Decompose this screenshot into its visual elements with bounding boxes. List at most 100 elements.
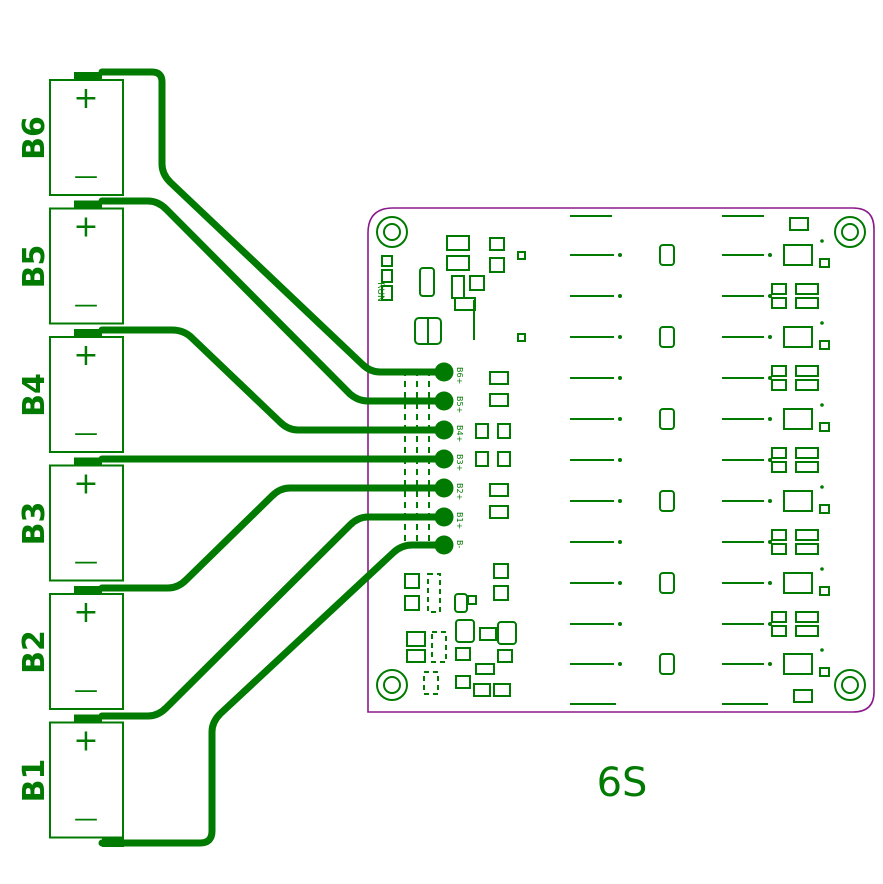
led-indicator <box>783 653 813 675</box>
battery-terminal <box>74 714 102 724</box>
battery-minus-symbol: — <box>74 676 98 704</box>
resistor <box>659 244 675 266</box>
capacitor <box>771 379 787 391</box>
battery-b3: +—B3 <box>17 457 124 582</box>
capacitor <box>795 297 819 309</box>
channel-row <box>570 485 830 514</box>
mounting-hole-top-left <box>376 216 408 248</box>
wire-b5-plus <box>98 197 446 405</box>
battery-b6: +—B6 <box>17 72 124 196</box>
battery-label: B1 <box>17 759 52 803</box>
pad-label: B2+ <box>455 483 464 500</box>
battery-b1: +—B1 <box>17 714 124 839</box>
pad-dot <box>434 391 454 411</box>
channel-row <box>570 239 830 268</box>
battery-terminal <box>74 200 102 210</box>
capacitor <box>795 379 819 391</box>
pad-label: B5+ <box>455 396 464 413</box>
pad-b3-plus: B3+ <box>434 449 464 471</box>
battery-stack: + — B6 +—B5+ — B4+—B3 + — B2 +—B1 <box>17 72 124 847</box>
pad-dot <box>434 362 454 382</box>
pad-dot <box>434 478 454 498</box>
battery-terminal <box>74 329 102 338</box>
capacitor <box>771 611 787 623</box>
channel-row <box>570 529 819 555</box>
top-right-cap <box>789 217 809 231</box>
resistor <box>659 653 675 675</box>
channel-row <box>570 283 819 309</box>
wire-b2-plus <box>98 484 446 592</box>
board-outline <box>367 207 875 713</box>
capacitor <box>795 529 819 541</box>
battery-plus-symbol: + <box>73 210 98 245</box>
bottom-right-cap <box>793 689 813 703</box>
pad-b4-plus: B4+ <box>434 420 464 442</box>
balance-channel-rows <box>570 239 830 677</box>
channel-row <box>570 447 819 473</box>
channel-row <box>570 403 830 432</box>
run-led: RUN <box>375 255 393 302</box>
mounting-hole-bottom-right <box>834 669 866 701</box>
capacitor <box>771 529 787 541</box>
pad-dot <box>434 535 454 555</box>
mounting-hole-bottom-left <box>376 669 408 701</box>
run-label: RUN <box>375 282 385 302</box>
led-indicator <box>783 244 813 266</box>
resistor <box>659 326 675 348</box>
capacitor <box>771 461 787 473</box>
channel-row <box>570 567 830 596</box>
pad-label: B6+ <box>455 367 464 384</box>
channel-row <box>570 611 819 637</box>
channel-row <box>570 365 819 391</box>
balance-connector-pads: B6+ B5+ B4+ B3+ B2+ B1+ B- <box>434 362 464 555</box>
battery-terminal <box>74 586 102 595</box>
balance-resistors <box>475 371 511 519</box>
control-components-bottom <box>404 563 517 697</box>
battery-label: B6 <box>17 116 52 160</box>
pad-b1-plus: B1+ <box>434 507 464 529</box>
capacitor <box>795 543 819 555</box>
capacitor <box>771 543 787 555</box>
resistor <box>659 572 675 594</box>
capacitor <box>795 625 819 637</box>
mounting-hole-top-right <box>834 216 866 248</box>
capacitor <box>771 283 787 295</box>
capacitor <box>771 365 787 377</box>
capacitor <box>795 611 819 623</box>
capacitor <box>795 461 819 473</box>
capacitor <box>795 283 819 295</box>
battery-plus-symbol: + <box>73 338 98 373</box>
wire-b-minus <box>98 541 446 847</box>
battery-b2: +—B2 <box>17 586 124 710</box>
wire-b4-plus <box>98 326 446 434</box>
pad-label: B1+ <box>455 512 464 529</box>
pad-b-minus: B- <box>434 535 464 555</box>
wire-b1-plus <box>98 513 446 720</box>
balance-wires <box>98 68 446 847</box>
pad-b6-plus: B6+ <box>434 362 464 384</box>
battery-b5: +—B5 <box>17 200 124 325</box>
pad-label: B- <box>455 540 464 548</box>
pad-dot <box>434 507 454 527</box>
capacitor <box>795 365 819 377</box>
battery-minus-symbol: — <box>74 548 98 576</box>
led-indicator <box>783 490 813 512</box>
battery-minus-symbol: — <box>74 419 98 447</box>
battery-b4: + — B4 <box>17 329 124 453</box>
battery-minus-symbol: — <box>74 162 98 190</box>
pad-b5-plus: B5+ <box>434 391 464 413</box>
resistor <box>659 408 675 430</box>
capacitor <box>771 625 787 637</box>
channel-row <box>570 648 830 677</box>
cell-count-label: 6S <box>597 760 648 806</box>
battery-label: B4 <box>17 373 52 417</box>
capacitor <box>771 447 787 459</box>
battery-label: B2 <box>17 630 52 674</box>
resistor <box>659 490 675 512</box>
led-indicator <box>783 408 813 430</box>
pad-label: B4+ <box>455 425 464 442</box>
pad-dot <box>434 449 454 469</box>
channel-row <box>570 321 830 350</box>
battery-label: B5 <box>17 245 52 289</box>
